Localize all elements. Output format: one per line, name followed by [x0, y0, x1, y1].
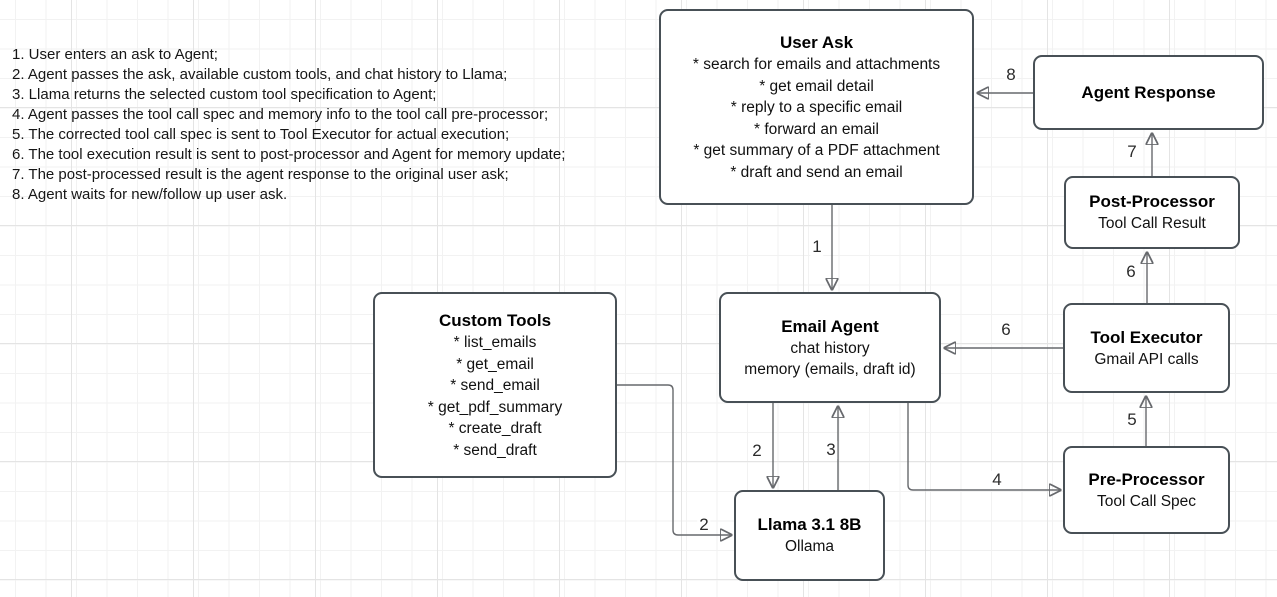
node-email-agent-line: chat history — [790, 339, 870, 357]
node-email-agent-title: Email Agent — [781, 316, 879, 336]
node-pre-processor-line: Tool Call Spec — [1096, 492, 1197, 510]
node-user-ask-line: * search for emails and attachments — [692, 56, 941, 73]
node-post-processor-title: Post-Processor — [1089, 192, 1215, 212]
node-custom-tools: Custom Tools * list_emails * get_email *… — [373, 292, 617, 478]
edge-label-8: 8 — [1004, 65, 1018, 84]
node-user-ask-line: * get email detail — [759, 77, 874, 95]
node-llama-line: Ollama — [784, 538, 835, 556]
step-notes: 1. User enters an ask to Agent; 2. Agent… — [12, 45, 565, 205]
edge-email-agent-to-pre-processor — [907, 403, 1061, 490]
node-custom-tools-line: * get_email — [456, 355, 534, 373]
node-user-ask-line: * get summary of a PDF attachment — [693, 142, 940, 159]
node-email-agent: Email Agent chat history memory (emails,… — [719, 292, 941, 403]
edge-label-6b: 6 — [999, 320, 1013, 339]
node-agent-response-title: Agent Response — [1081, 83, 1216, 102]
edge-label-3: 3 — [824, 440, 838, 459]
node-custom-tools-line: * create_draft — [448, 420, 542, 437]
node-email-agent-line: memory (emails, draft id) — [744, 361, 916, 378]
node-user-ask: User Ask * search for emails and attachm… — [659, 9, 974, 205]
node-user-ask-line: * draft and send an email — [730, 163, 903, 181]
step-note-4: 4. Agent passes the tool call spec and m… — [12, 106, 549, 123]
edge-label-2: 2 — [750, 441, 764, 460]
node-custom-tools-line: * get_pdf_summary — [427, 398, 563, 416]
node-agent-response: Agent Response — [1033, 55, 1264, 130]
node-user-ask-line: * forward an email — [754, 120, 879, 138]
node-custom-tools-title: Custom Tools — [438, 311, 552, 330]
edge-label-1: 1 — [810, 237, 824, 256]
node-post-processor-line: Tool Call Result — [1098, 215, 1206, 233]
node-tool-executor: Tool Executor Gmail API calls — [1063, 303, 1230, 393]
step-note-8: 8. Agent waits for new/follow up user as… — [12, 186, 288, 203]
node-custom-tools-line: * send_draft — [453, 441, 537, 459]
node-pre-processor: Pre-Processor Tool Call Spec — [1063, 446, 1230, 534]
node-custom-tools-line: * send_email — [450, 377, 540, 394]
edge-custom-tools-to-llama — [617, 384, 732, 535]
step-note-6: 6. The tool execution result is sent to … — [12, 146, 566, 163]
node-tool-executor-title: Tool Executor — [1090, 327, 1203, 347]
node-user-ask-line: * reply to a specific email — [730, 99, 903, 116]
edge-label-6: 6 — [1124, 262, 1138, 281]
node-post-processor: Post-Processor Tool Call Result — [1064, 176, 1240, 249]
step-note-2: 2. Agent passes the ask, available custo… — [12, 66, 508, 83]
edge-label-7: 7 — [1125, 142, 1139, 161]
step-note-1: 1. User enters an ask to Agent; — [12, 46, 218, 63]
node-user-ask-title: User Ask — [779, 33, 854, 52]
step-note-3: 3. Llama returns the selected custom too… — [12, 86, 437, 103]
node-pre-processor-title: Pre-Processor — [1088, 469, 1205, 489]
edge-label-2b: 2 — [697, 515, 711, 534]
node-tool-executor-line: Gmail API calls — [1094, 350, 1199, 368]
node-custom-tools-line: * list_emails — [453, 334, 537, 351]
node-llama-title: Llama 3.1 8B — [757, 515, 862, 535]
node-llama: Llama 3.1 8B Ollama — [734, 490, 885, 581]
edge-label-4: 4 — [990, 470, 1004, 489]
edge-label-5: 5 — [1125, 410, 1139, 429]
step-note-7: 7. The post-processed result is the agen… — [12, 166, 509, 183]
step-note-5: 5. The corrected tool call spec is sent … — [12, 126, 510, 143]
